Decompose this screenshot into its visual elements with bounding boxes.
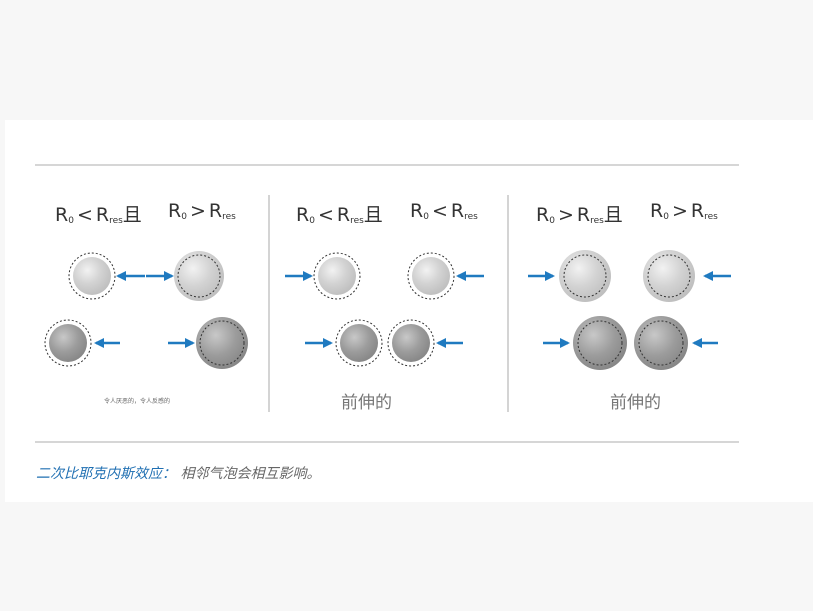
bubble-outline [68,252,116,300]
condition-label: R0>Rres [168,200,236,222]
bubble-dark-large [634,316,688,370]
bubble-dark-large [196,317,248,369]
panel-2-note: 前伸的 [341,393,392,413]
figure-caption: 二次比耶克内斯效应： 相邻气泡会相互影响。 [36,463,320,483]
bubble-dark-large [573,316,627,370]
diagram-card [5,120,813,502]
bubble-outline [44,319,92,367]
bubble-outline [177,254,221,298]
bubble-light-large [559,250,611,302]
condition-label: R0>Rres [650,200,718,222]
condition-label: R0<Rres [410,200,478,222]
bubble-outline [577,320,623,366]
bubble-dark [340,324,378,362]
panel-1-note: 令人厌恶的，令人反感的 [104,398,171,405]
bubble-light-large [174,251,224,301]
bubble-outline [335,319,383,367]
bubble-outline [407,252,455,300]
panel-1-bubbles [44,251,248,369]
bubble-outline [638,320,684,366]
caption-title: 二次比耶克内斯效应： [36,466,176,482]
condition-label: R0>Rres且 [536,204,623,226]
condition-label: R0<Rres且 [296,204,383,226]
bubble-dark [49,324,87,362]
bubble-light [318,257,356,295]
panel-3-note: 前伸的 [610,393,661,413]
bubble-light [412,257,450,295]
panel-3-bubbles [528,250,731,370]
bubble-outline [563,254,607,298]
bubble-outline [199,320,245,366]
caption-description: 相邻气泡会相互影响。 [180,466,321,482]
bubble-outline [313,252,361,300]
bubble-light-large [643,250,695,302]
bubble-light [73,257,111,295]
bubble-outline [647,254,691,298]
bubble-dark [392,324,430,362]
condition-label: R0<Rres且 [55,204,142,226]
bubble-outline [387,319,435,367]
panel-2-bubbles [285,252,484,367]
